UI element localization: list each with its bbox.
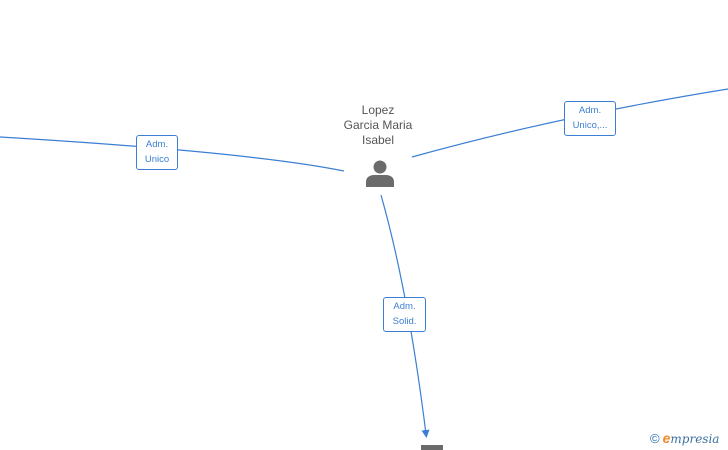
company-node-icon[interactable] (421, 445, 443, 450)
relation-label-right-line-2: Unico,... (572, 120, 608, 131)
relation-label-left[interactable]: Adm. Unico (136, 135, 178, 170)
person-name-line-2: Garcia Maria (343, 118, 413, 132)
brand-logo-initial: e (662, 430, 671, 446)
person-name[interactable]: Lopez Garcia Maria Isabel (328, 103, 428, 148)
person-name-line-1: Lopez (361, 103, 395, 117)
brand-logo-text: mpresia (670, 432, 720, 446)
relation-label-right[interactable]: Adm. Unico,... (564, 101, 616, 136)
watermark: ©empresia (650, 430, 719, 446)
person-name-line-3: Isabel (361, 133, 395, 147)
edge-left (0, 136, 345, 172)
relation-label-bottom[interactable]: Adm. Solid. (383, 297, 426, 332)
copyright-icon: © (650, 431, 660, 446)
relation-label-left-line-2: Unico (144, 154, 170, 165)
relation-label-bottom-line-2: Solid. (392, 316, 417, 327)
relation-label-left-line-1: Adm. (145, 139, 169, 150)
person-icon[interactable] (366, 160, 394, 188)
relation-label-right-line-1: Adm. (578, 105, 602, 116)
relation-label-bottom-line-1: Adm. (393, 301, 416, 312)
